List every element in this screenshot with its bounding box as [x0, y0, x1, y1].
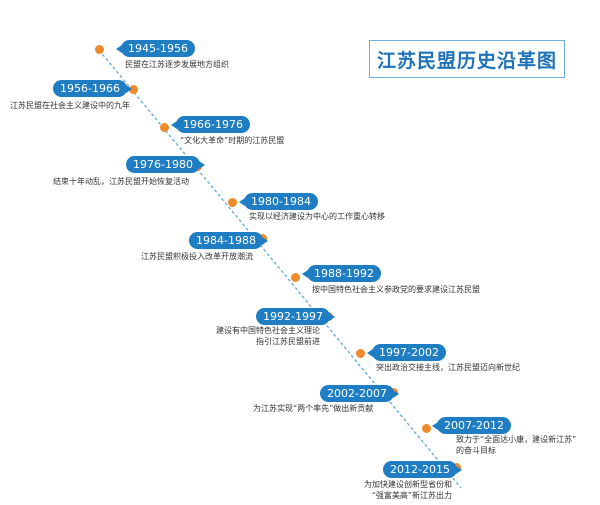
event-description: “文化大革命”时期的江苏民盟: [180, 136, 285, 145]
period-label: 1976-1980: [126, 156, 205, 173]
event-description: 致力于“全面达小康，建设新江苏” 的奋斗目标: [456, 435, 577, 455]
period-label: 1980-1984: [239, 193, 318, 210]
event-description: 按中国特色社会主义参政党的要求建设江苏民盟: [312, 285, 480, 294]
event-description: 为加快建设创新型省份和 “强富美高”新江苏出力: [364, 480, 452, 500]
event-description: 结束十年动乱，江苏民盟开始恢复活动: [53, 177, 189, 186]
timeline-dot: [356, 349, 365, 358]
event-description: 建设有中国特色社会主义理论 指引江苏民盟前进: [216, 326, 320, 346]
event-description: 江苏民盟在社会主义建设中的九年: [10, 101, 130, 110]
period-label: 1966-1976: [171, 116, 250, 133]
timeline-dot: [291, 273, 300, 282]
period-label: 2012-2015: [383, 461, 462, 478]
period-label: 1984-1988: [189, 232, 268, 249]
timeline-dot: [228, 198, 237, 207]
diagram-title: 江苏民盟历史沿革图: [369, 40, 565, 78]
period-label: 1997-2002: [367, 344, 446, 361]
event-description: 江苏民盟积极投入改革开放潮流: [141, 252, 253, 261]
period-label: 2002-2007: [320, 385, 399, 402]
period-label: 1988-1992: [302, 265, 381, 282]
period-label: 1956-1966: [53, 80, 132, 97]
timeline-dot: [160, 123, 169, 132]
event-description: 实现以经济建设为中心的工作重心转移: [249, 212, 385, 221]
timeline-dot: [95, 45, 104, 54]
timeline-dot: [129, 85, 138, 94]
event-description: 民盟在江苏逐步发展地方组织: [125, 60, 229, 69]
timeline-dot: [422, 424, 431, 433]
period-label: 1992-1997: [256, 308, 335, 325]
event-description: 突出政治交接主线，江苏民盟迈向新世纪: [376, 363, 520, 372]
period-label: 1945-1956: [116, 40, 195, 57]
event-description: 为江苏实现“两个率先”做出新贡献: [253, 404, 374, 413]
period-label: 2007-2012: [432, 417, 511, 434]
